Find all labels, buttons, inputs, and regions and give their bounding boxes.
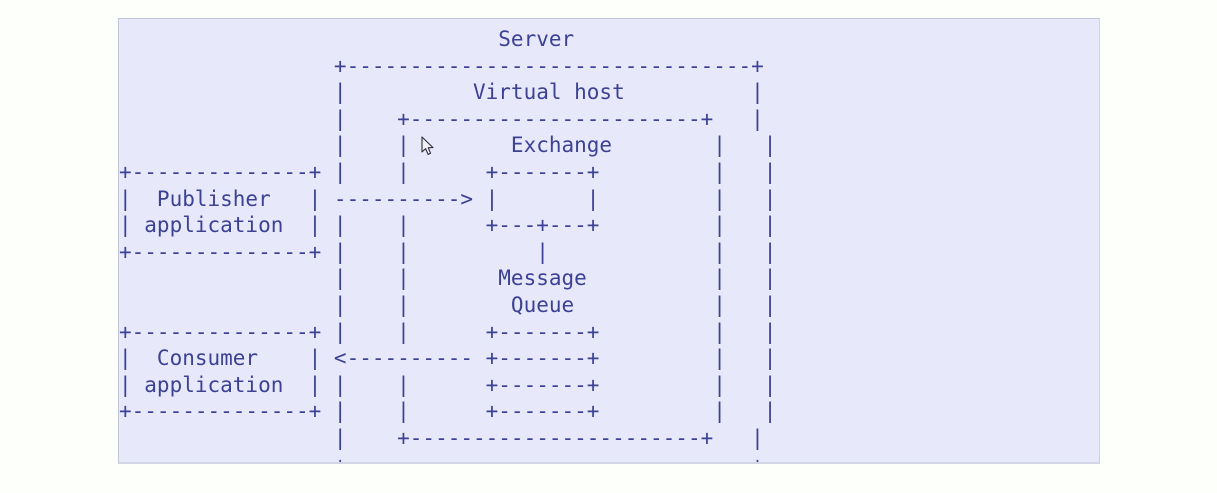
diagram-panel: Server +--------------------------------… <box>118 18 1100 464</box>
ascii-architecture-diagram: Server +--------------------------------… <box>119 27 777 462</box>
